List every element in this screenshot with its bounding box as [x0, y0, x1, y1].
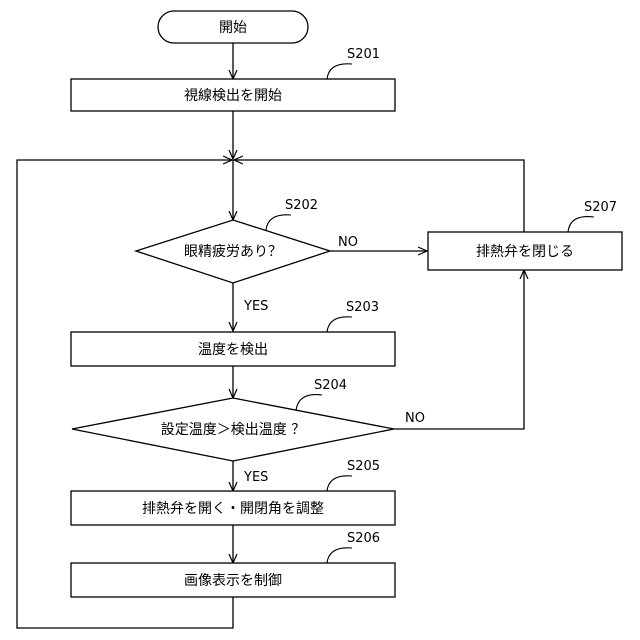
step-label-s205: S205	[347, 459, 380, 474]
leader-s204	[296, 395, 322, 411]
step-label-s201: S201	[347, 47, 380, 62]
step-label-s206: S206	[347, 531, 380, 546]
decision-s204-label: 設定温度＞検出温度 ？	[161, 422, 305, 438]
leader-s202	[266, 215, 291, 230]
branch-label-s204-yes: YES	[243, 470, 268, 485]
step-label-s203: S203	[346, 300, 379, 315]
leader-s205	[327, 476, 352, 491]
leader-s207	[568, 217, 594, 232]
leader-s203	[327, 317, 352, 332]
leader-s206	[327, 548, 352, 563]
step-label-s207: S207	[584, 200, 617, 215]
process-s201-label: 視線検出を開始	[184, 88, 282, 104]
process-s203-label: 温度を検出	[198, 342, 268, 358]
branch-label-s204-no: NO	[405, 411, 425, 426]
edge-s204-no-to-s207	[394, 270, 524, 429]
step-label-s202: S202	[285, 198, 318, 213]
process-s206-label: 画像表示を制御	[184, 573, 282, 589]
process-s207: 排熱弁を閉じる S207	[428, 200, 622, 270]
leader-s201	[327, 64, 352, 79]
branch-label-s202-yes: YES	[243, 299, 268, 314]
start-terminal: 開始	[158, 11, 308, 43]
branch-label-s202-no: NO	[338, 235, 358, 250]
process-s205-label: 排熱弁を開く・開閉角を調整	[142, 501, 324, 517]
decision-s202-label: 眼精疲労あり？	[184, 243, 282, 260]
start-terminal-label: 開始	[219, 20, 247, 36]
process-s207-label: 排熱弁を閉じる	[476, 244, 574, 260]
edge-s207-to-junction	[234, 160, 524, 232]
step-label-s204: S204	[314, 378, 347, 393]
